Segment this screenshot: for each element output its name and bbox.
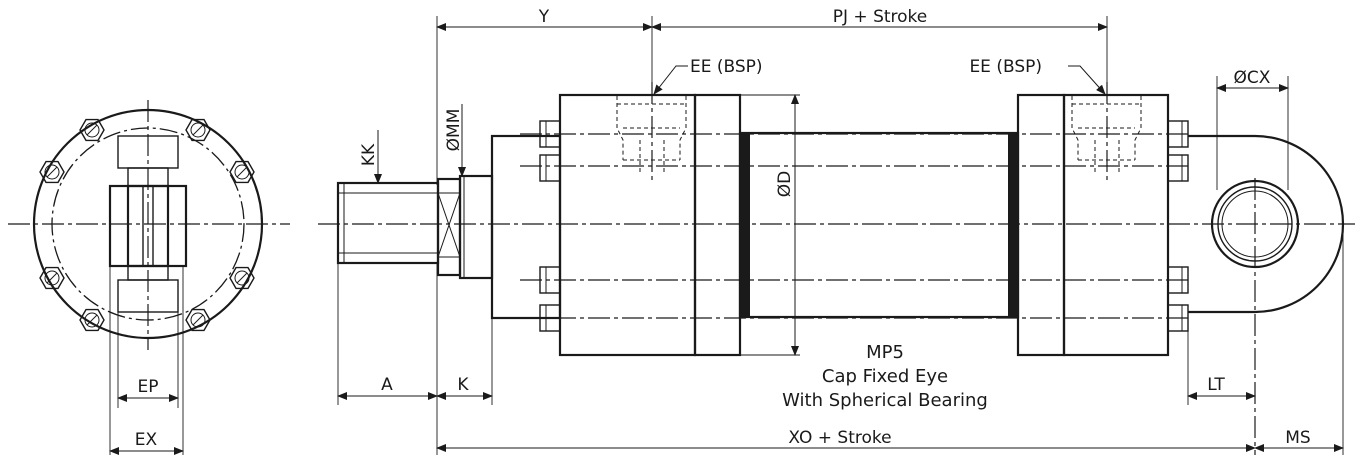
a-dimension: A [337, 375, 438, 400]
title-bearing: With Spherical Bearing [782, 390, 988, 411]
ex-label: EX [135, 430, 158, 450]
kk-callout: KK [359, 130, 382, 184]
d-dimension: ØD [775, 94, 799, 356]
barrel-seal-right [1008, 133, 1018, 317]
pj-stroke-label: PJ + Stroke [833, 7, 928, 27]
ee-left-callout: EE (BSP) [653, 57, 763, 95]
pj-stroke-dimension: PJ + Stroke [651, 7, 1108, 31]
k-dimension: K [436, 375, 493, 400]
drawing-title: MP5 Cap Fixed Eye With Spherical Bearing [782, 342, 988, 411]
lt-dimension: LT [1187, 375, 1256, 400]
head-nose [490, 134, 562, 320]
head-port-hidden [616, 82, 687, 180]
bolt-head-icons [39, 118, 255, 332]
mm-callout: ØMM [444, 104, 466, 177]
rod-thread [336, 181, 440, 265]
k-label: K [457, 375, 469, 395]
ee-right-callout: EE (BSP) [969, 57, 1106, 95]
ex-dimension: EX [109, 430, 184, 455]
cap-block [1062, 93, 1170, 357]
kk-label: KK [359, 143, 379, 166]
ee-left-label: EE (BSP) [690, 57, 763, 77]
cap-eye [1188, 134, 1345, 455]
title-model: MP5 [866, 342, 904, 363]
lt-label: LT [1207, 375, 1225, 395]
cap-port-hidden [1071, 82, 1142, 180]
end-view [8, 100, 290, 455]
ee-right-label: EE (BSP) [969, 57, 1042, 77]
ms-label: MS [1285, 428, 1310, 448]
cx-dimension: ØCX [1216, 68, 1289, 92]
end-view-eye-section [108, 135, 188, 313]
title-mount-type: Cap Fixed Eye [822, 366, 948, 387]
mm-label: ØMM [444, 109, 464, 152]
ms-dimension: MS [1254, 428, 1344, 452]
side-view [318, 82, 1355, 455]
y-dimension: Y [436, 7, 653, 31]
barrel [738, 131, 1020, 319]
barrel-seal-left [740, 133, 750, 317]
a-label: A [381, 375, 393, 395]
rod-shoulder [458, 174, 494, 280]
d-label: ØD [775, 171, 795, 197]
xo-stroke-dimension: XO + Stroke [436, 428, 1256, 452]
y-label: Y [538, 7, 550, 27]
cx-label: ØCX [1234, 68, 1271, 88]
ep-label: EP [138, 377, 159, 397]
tie-rods [520, 120, 1190, 332]
rod-wrench-flats [436, 177, 462, 277]
xo-stroke-label: XO + Stroke [788, 428, 891, 448]
ep-dimension: EP [117, 377, 179, 402]
